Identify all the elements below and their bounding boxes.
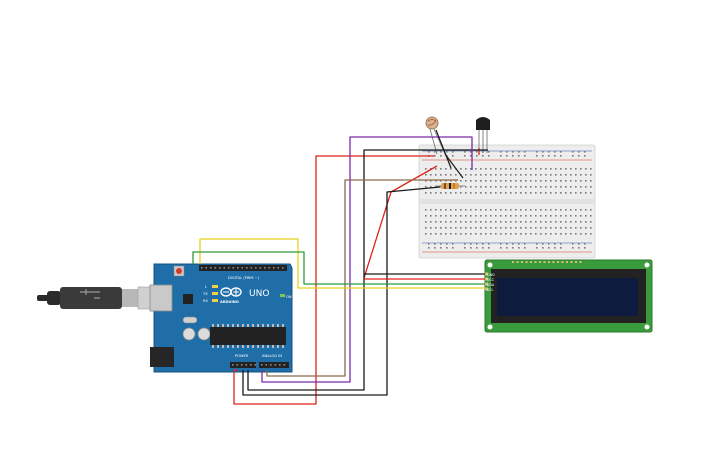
resistor[interactable] (435, 183, 465, 189)
lcd-pin-sda: SDA (487, 283, 495, 287)
wire-black-jumper[interactable] (444, 153, 464, 179)
power-header-label: POWER (235, 354, 249, 358)
wire-yellow-scl[interactable] (199, 238, 485, 289)
analog-header-label: ANALOG IN (262, 354, 282, 358)
atmega-chip (210, 327, 286, 345)
usb-jack (149, 284, 173, 312)
capacitor (182, 327, 196, 341)
icsp-header (183, 294, 193, 304)
wire-red-5v[interactable] (233, 155, 434, 405)
wire-black-gnd[interactable] (242, 186, 441, 396)
analog-header[interactable] (259, 362, 289, 368)
digital-header-label: DIGITAL (PWM ~) (228, 276, 260, 280)
brand-label: ARDUINO (220, 300, 239, 304)
led-label-l: L (205, 285, 207, 289)
lcd-pin-vcc: VCC (487, 278, 495, 282)
wire-black-jumper[interactable] (435, 129, 452, 169)
power-header[interactable] (230, 362, 256, 368)
lcd-pin-gnd: GND (487, 273, 495, 277)
wire-purple-a0[interactable] (261, 136, 473, 383)
on-label: ON (286, 295, 292, 299)
usb-cable[interactable] (37, 286, 153, 310)
breadboard[interactable] (418, 144, 596, 259)
model-label: UNO (249, 289, 269, 299)
lcd-pin-scl: SCL (487, 288, 494, 292)
arduino-uno-board[interactable]: DIGITAL (PWM ~) L TX RX ARDUINO UNO ON (149, 263, 293, 373)
wire-green-sda[interactable] (192, 251, 485, 285)
capacitor (197, 327, 211, 341)
led-label-tx: TX (202, 292, 208, 296)
wire-brown-a1[interactable] (266, 179, 458, 377)
crystal (182, 316, 198, 324)
dc-power-jack (150, 347, 174, 367)
led-label-rx: RX (203, 299, 208, 303)
arduino-logo-icon (220, 287, 242, 297)
lcd-16x2-display[interactable]: GND VCC SDA SCL (484, 259, 653, 333)
wire-black-gnd-rail[interactable] (247, 149, 488, 391)
lcd-screen (497, 278, 638, 316)
